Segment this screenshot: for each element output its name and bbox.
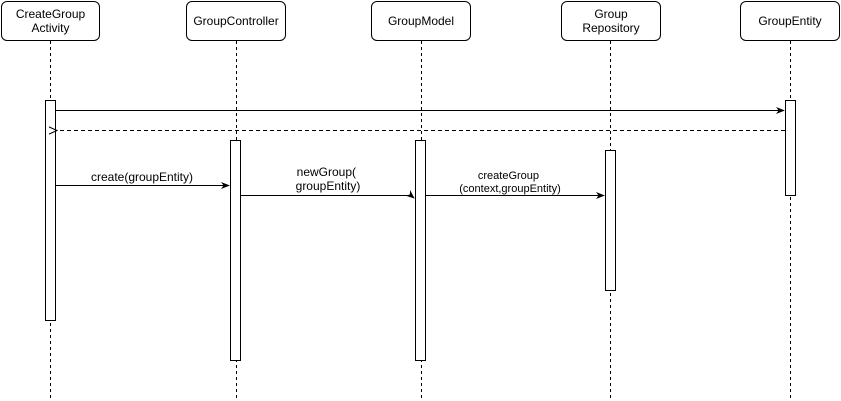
- message-label-new-group-line-1: newGroup(: [297, 165, 356, 179]
- message-label-create-group-line-2: (context,groupEntity): [459, 183, 561, 195]
- message-label-create-group-line-1: createGroup: [478, 170, 539, 182]
- participant-group-controller[interactable]: GroupController: [186, 1, 286, 41]
- message-label-create: create(groupEntity): [91, 170, 193, 184]
- activation-bar-group-model[interactable]: [415, 140, 426, 361]
- participant-group-entity[interactable]: GroupEntity: [740, 1, 840, 41]
- activation-bar-group-controller[interactable]: [230, 140, 241, 361]
- participant-create-group-activity[interactable]: CreateGroup Activity: [1, 1, 100, 41]
- message-label-new-group-line-2: groupEntity): [296, 179, 361, 193]
- participant-group-repository[interactable]: Group Repository: [561, 1, 661, 41]
- participant-group-model[interactable]: GroupModel: [371, 1, 471, 41]
- activation-bar-create-group-activity[interactable]: [45, 100, 56, 321]
- participant-label: GroupController: [193, 14, 279, 28]
- message-arrow-new-group[interactable]: [241, 190, 415, 199]
- participant-label: CreateGroup Activity: [15, 7, 86, 35]
- participant-label: Group Repository: [582, 7, 640, 35]
- activation-bar-group-entity[interactable]: [785, 100, 796, 196]
- activation-bar-group-repository[interactable]: [605, 150, 616, 291]
- message-label-create-group: createGroup (context,groupEntity): [459, 170, 561, 195]
- participant-label: GroupModel: [387, 14, 455, 28]
- message-label-new-group: newGroup( groupEntity): [296, 165, 361, 193]
- participant-label: GroupEntity: [758, 14, 822, 28]
